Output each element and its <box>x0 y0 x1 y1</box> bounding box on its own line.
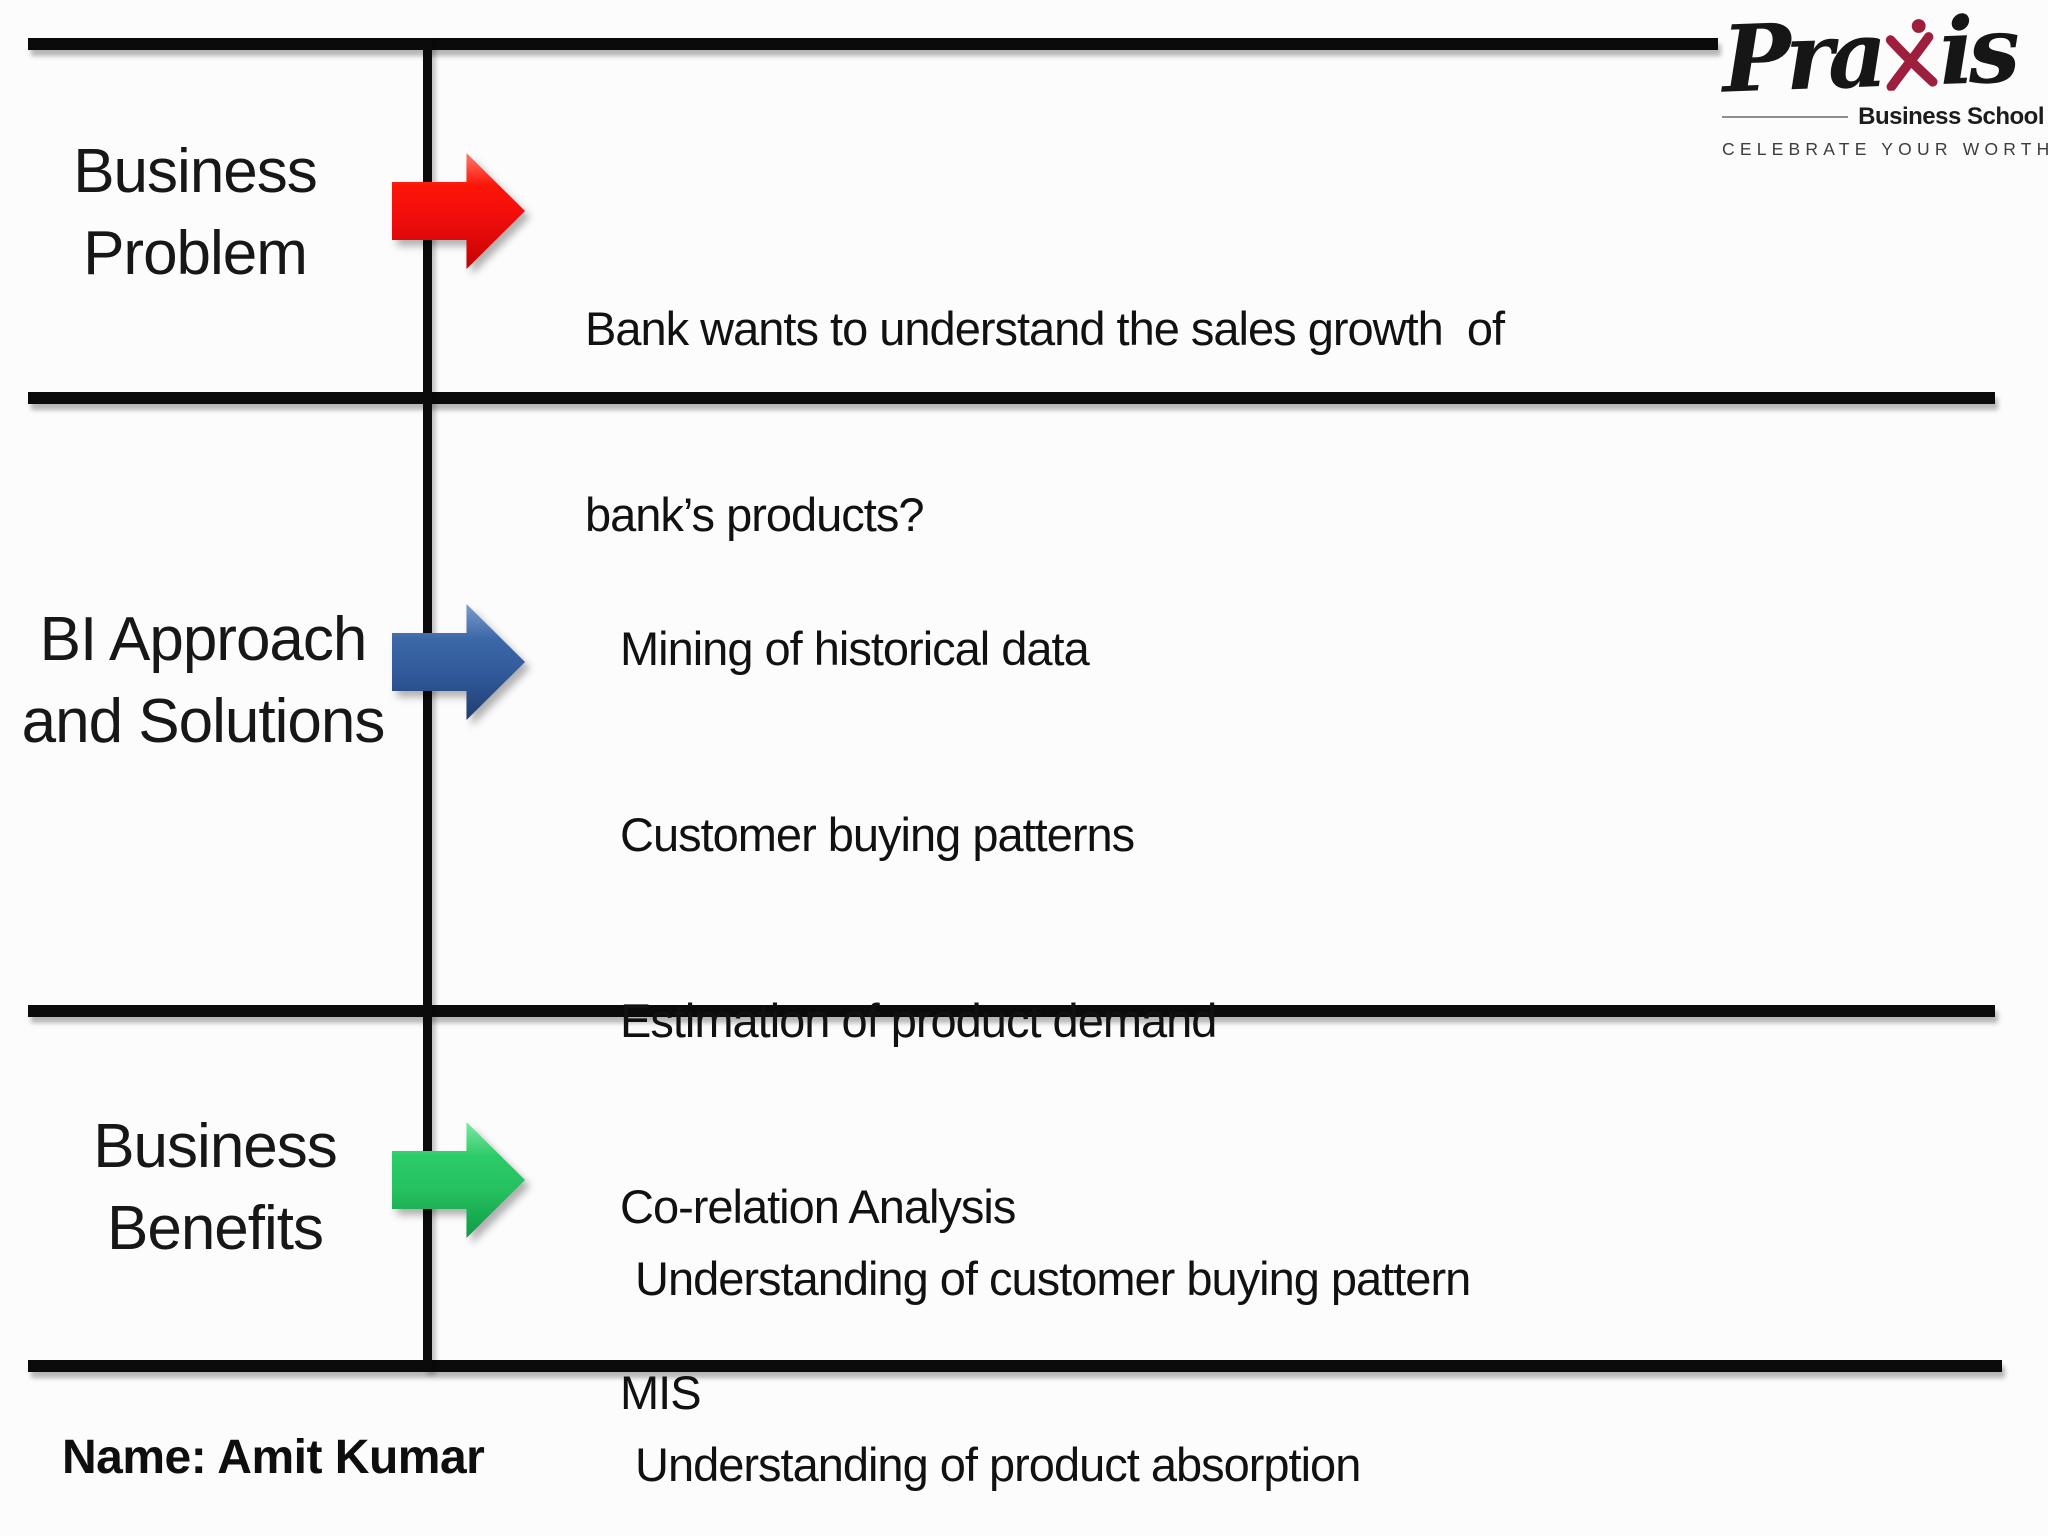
column-divider-line <box>423 38 432 1372</box>
problem-statement-line2: bank’s products? <box>585 488 924 541</box>
logo-rule-line <box>1722 115 1849 118</box>
praxis-logo: Pra is Business School CELEBRATE YOUR WO… <box>1720 0 2048 160</box>
solutions-list: Mining of historical data Customer buyin… <box>620 494 1217 1536</box>
logo-brand-pre: Pra <box>1720 0 1884 114</box>
solutions-list-item: Co-relation Analysis <box>620 1180 1016 1233</box>
blue-arrow-icon <box>392 604 525 720</box>
benefits-text: Understanding of customer buying pattern… <box>635 1124 1471 1536</box>
solutions-list-item: Customer buying patterns <box>620 808 1135 861</box>
solutions-list-item: Mining of historical data <box>620 622 1090 675</box>
business-benefits-label-line2: Benefits <box>106 1194 324 1263</box>
row-divider-line-3 <box>28 1005 1995 1017</box>
logo-subline: Business School <box>1722 103 2044 131</box>
row-divider-line-top <box>28 38 1718 50</box>
solutions-list-item: MIS <box>620 1366 702 1419</box>
bi-approach-label-line2: and Solutions <box>21 687 386 756</box>
solutions-list-item: Estimation of product demand <box>620 994 1217 1047</box>
problem-statement-line1: Bank wants to understand the sales growt… <box>585 302 1505 355</box>
green-arrow-icon <box>392 1122 525 1238</box>
business-problem-label-line1: Business <box>73 137 318 206</box>
row-divider-line-bottom <box>28 1360 2002 1372</box>
author-name-text: Name: Amit Kumar <box>62 1431 485 1484</box>
business-problem-label: Business Problem <box>0 131 410 295</box>
logo-tagline-text: CELEBRATE YOUR WORTH <box>1722 138 2048 159</box>
problem-statement-text: Bank wants to understand the sales growt… <box>585 174 1505 670</box>
business-problem-label-line2: Problem <box>83 219 308 288</box>
bi-approach-label: BI Approach and Solutions <box>0 599 418 763</box>
business-benefits-label-line1: Business <box>93 1112 338 1181</box>
red-arrow-icon <box>392 153 525 269</box>
business-benefits-label: Business Benefits <box>0 1106 430 1270</box>
logo-brand-post: is <box>1937 0 2016 107</box>
logo-school-text: Business School <box>1858 102 2044 130</box>
benefits-text-line2: Understanding of product absorption <box>635 1438 1361 1491</box>
logo-x-figure-icon <box>1886 18 1938 91</box>
logo-brand-text: Pra is <box>1720 0 2045 114</box>
benefits-text-line1: Understanding of customer buying pattern <box>635 1252 1471 1305</box>
row-divider-line-2 <box>28 392 1995 404</box>
bi-approach-label-line1: BI Approach <box>39 605 368 674</box>
